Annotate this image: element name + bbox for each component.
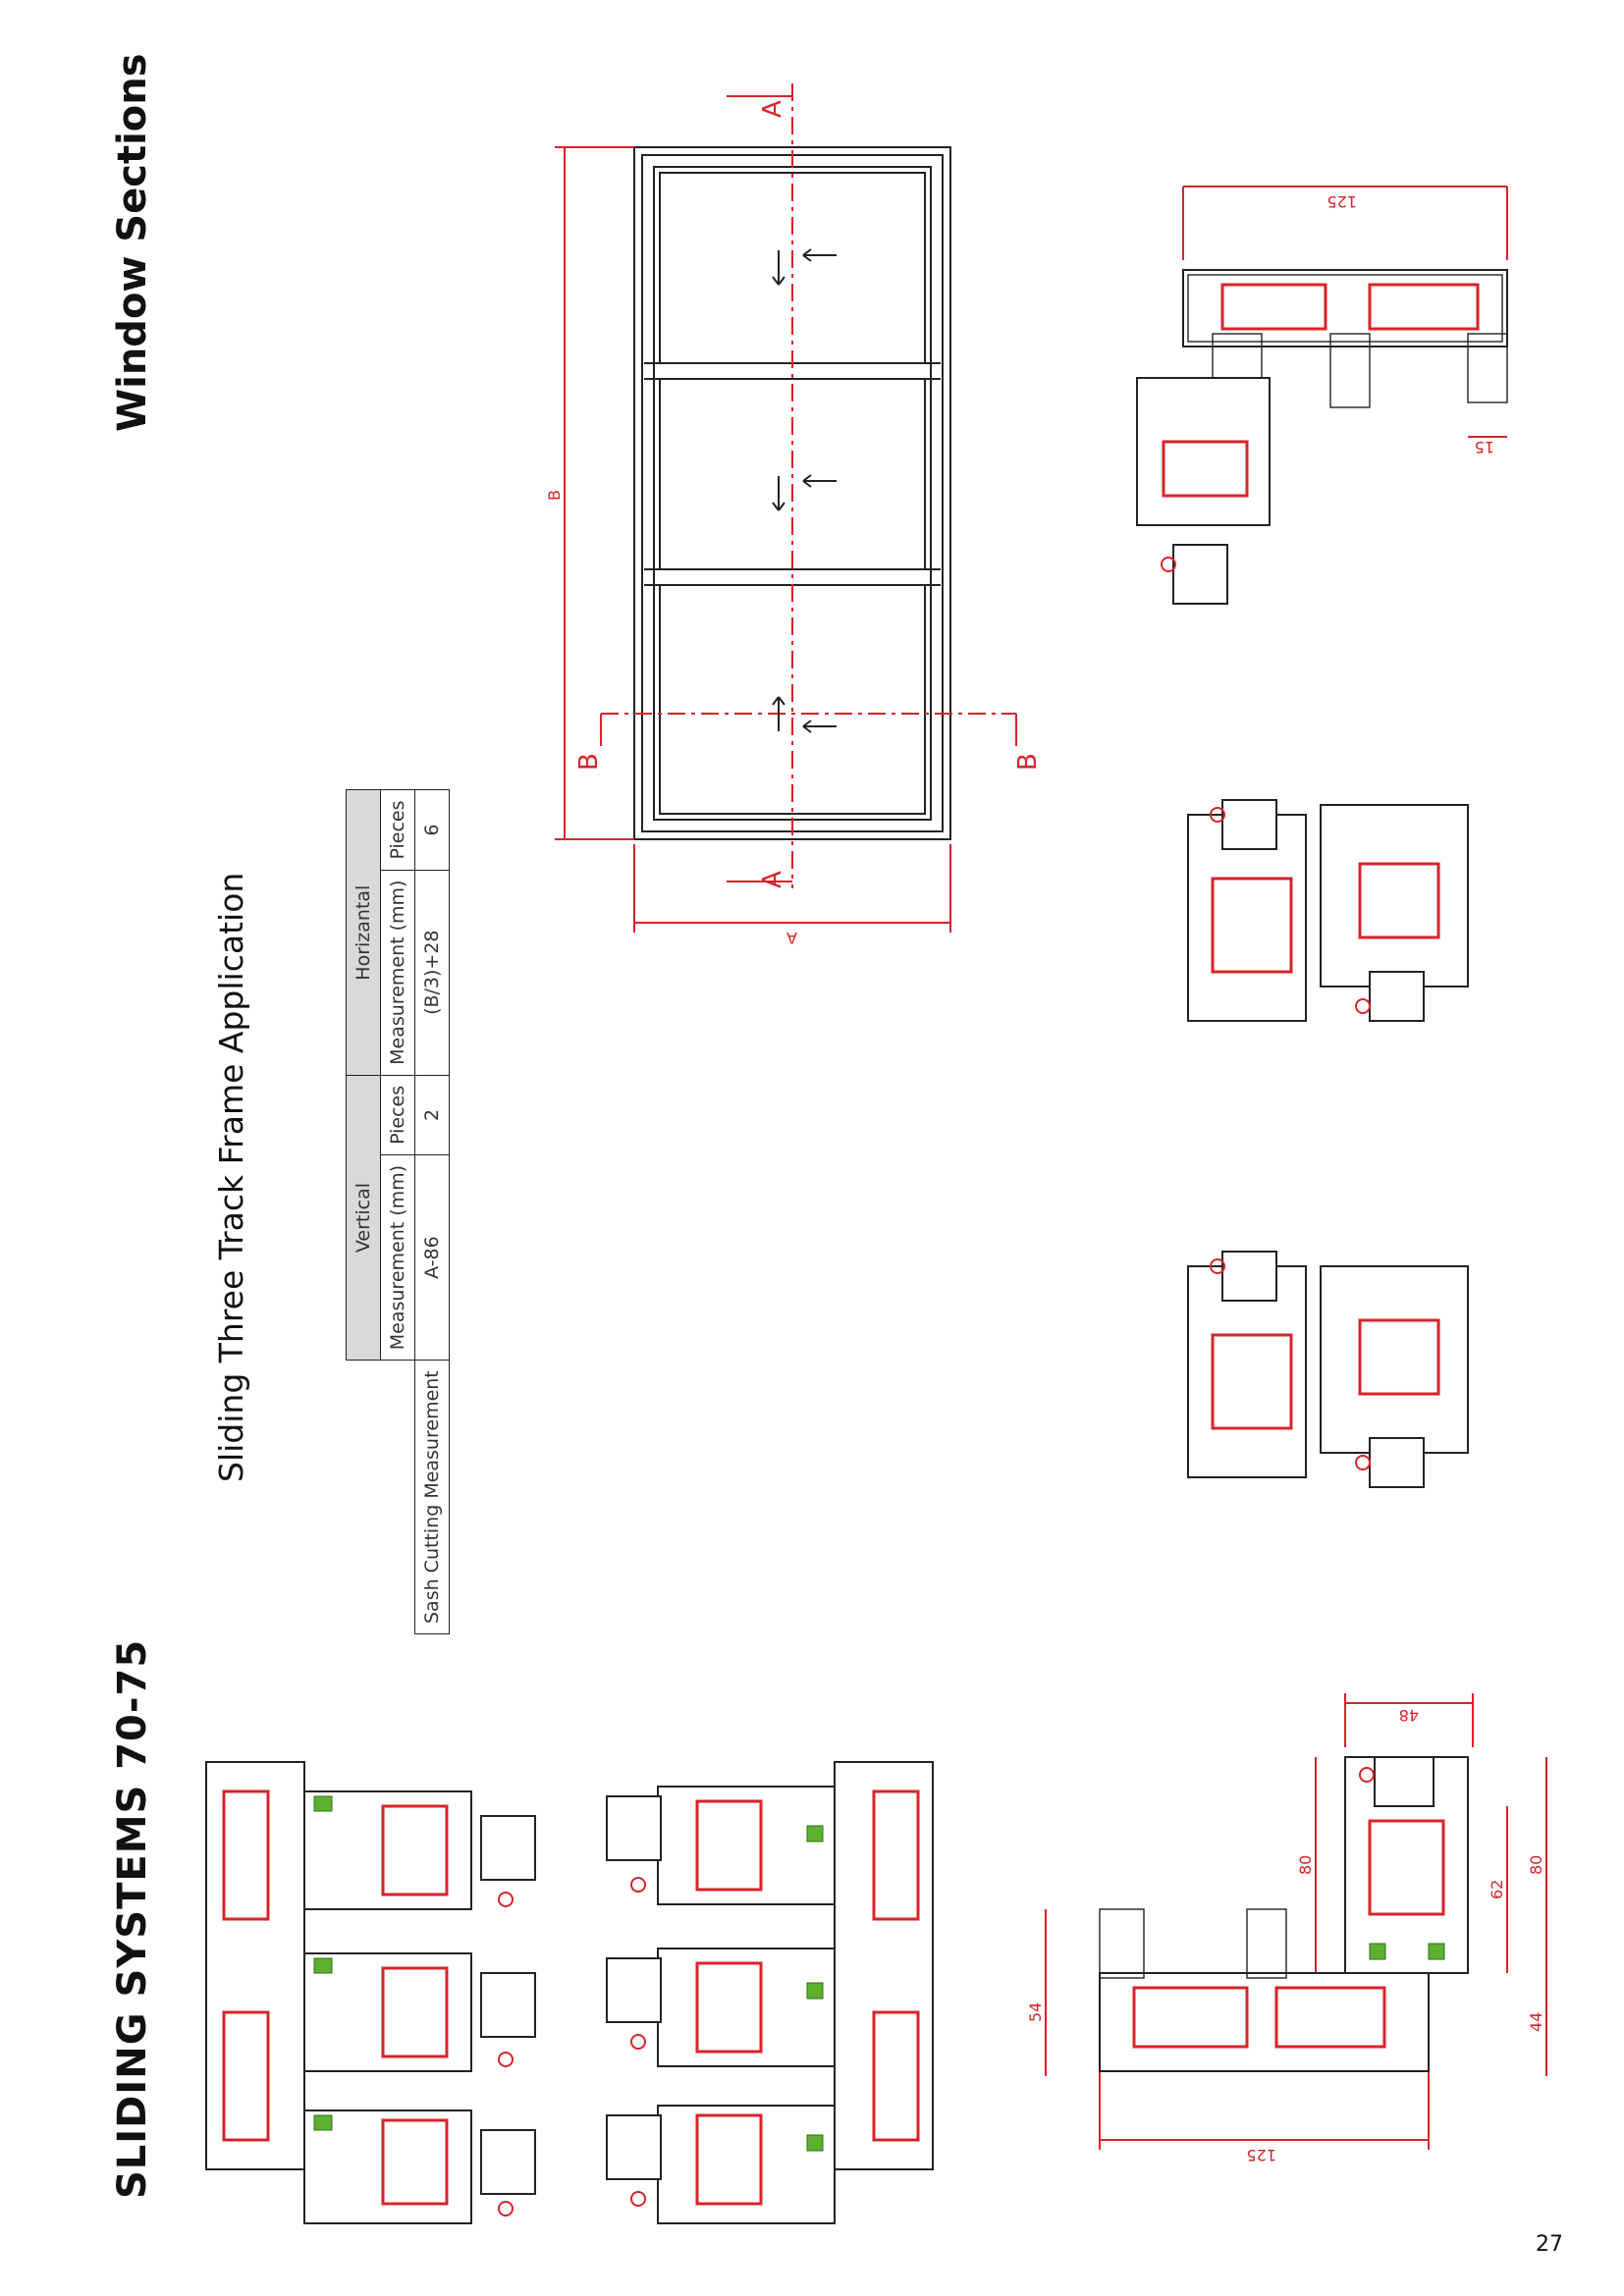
bottom-dim-62: 62 <box>1488 1880 1506 1899</box>
sash-profile-5 <box>657 1948 836 2067</box>
dimension-a-label: A <box>786 929 797 947</box>
slide-arrows <box>772 248 837 733</box>
section-b-label-left: B <box>574 753 604 771</box>
section-a-label-top: A <box>758 100 787 118</box>
top-step-dimension: 15 <box>1475 438 1494 456</box>
section-a-label-bottom: A <box>758 871 787 888</box>
bottom-dim-54: 54 <box>1026 2002 1045 2022</box>
outer-frame-profile-mirrored <box>834 1761 934 2170</box>
section-b-label-right: B <box>1013 753 1043 771</box>
dimension-b-label: B <box>545 490 564 501</box>
bottom-dim-80-right: 80 <box>1527 1855 1545 1875</box>
glass-bead-bottom <box>1374 1756 1435 1807</box>
bottom-dim-80-left: 80 <box>1296 1855 1315 1875</box>
interlock-section-lower <box>1187 1251 1469 1488</box>
page-number: 27 <box>1536 2232 1563 2257</box>
bottom-dim-48: 48 <box>1399 1706 1419 1725</box>
frame-profile-bottom <box>1099 1972 1430 2072</box>
bottom-width-dimension: 125 <box>1246 2146 1276 2164</box>
outer-frame <box>633 146 951 840</box>
top-width-dimension: 125 <box>1326 192 1357 211</box>
interlock-section-upper <box>1187 799 1469 1022</box>
bottom-dim-44: 44 <box>1527 2012 1545 2032</box>
glass-bead-top <box>1172 544 1228 605</box>
